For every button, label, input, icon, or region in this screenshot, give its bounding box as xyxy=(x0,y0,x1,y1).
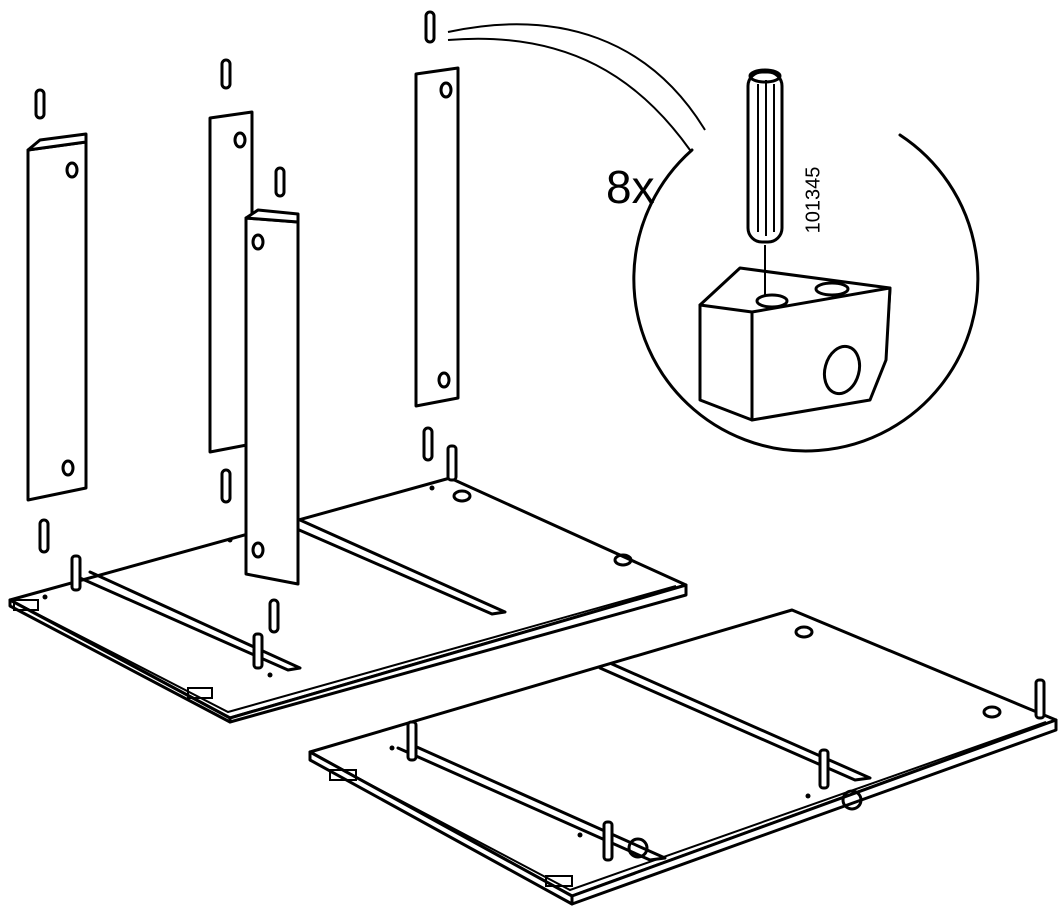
magnified-block-front xyxy=(750,286,892,422)
base-panel-lower-groove-1 xyxy=(598,662,872,782)
magnified-hole-top-2 xyxy=(814,281,850,297)
callout-pointer-line-2 xyxy=(447,37,691,151)
cam-bolt-icon xyxy=(70,444,1046,862)
leg-panel-4 xyxy=(414,66,460,408)
quantity-label: 8x xyxy=(606,161,655,213)
leg-panel-1 xyxy=(26,132,88,502)
magnifier-circle xyxy=(632,133,980,453)
magnified-hole-top-1 xyxy=(755,293,789,309)
base-panel-lower-groove-2 xyxy=(396,742,667,862)
magnified-hole-side xyxy=(822,344,862,396)
magnifier-callout xyxy=(447,23,980,453)
part-number-label: 101345 xyxy=(802,166,825,234)
callout-pointer-line xyxy=(447,23,706,131)
magnified-dowel-icon xyxy=(746,68,784,244)
wooden-dowel-icon xyxy=(34,10,436,634)
base-panel-upper xyxy=(8,476,688,724)
base-panel-lower xyxy=(308,608,1058,906)
leg-panel-3 xyxy=(244,208,300,586)
base-panel-upper-groove-1 xyxy=(288,518,507,616)
base-panel-upper-groove-2 xyxy=(78,570,302,672)
magnified-block-left xyxy=(698,303,754,422)
